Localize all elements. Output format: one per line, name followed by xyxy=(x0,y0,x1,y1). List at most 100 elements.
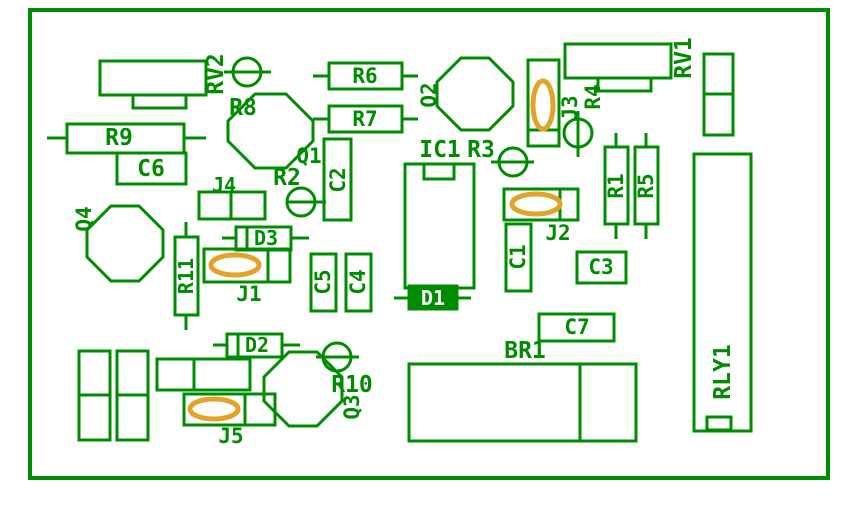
shape-rect xyxy=(705,415,733,432)
label-R9: R9 xyxy=(105,125,133,151)
shape-rect xyxy=(502,187,580,222)
resistor-R2: R2 xyxy=(273,165,326,218)
resistor-R4: R4 xyxy=(562,84,605,157)
label-R2: R2 xyxy=(273,165,301,191)
bridge-BR1: BR1 xyxy=(407,338,638,443)
shape-ellipse xyxy=(530,78,556,132)
ic-IC1: IC1 xyxy=(403,137,476,290)
label-J2: J2 xyxy=(545,221,570,245)
resistor-R10: R10 xyxy=(316,341,373,398)
shape-rect xyxy=(504,222,533,293)
diode-D1: D1 xyxy=(394,284,471,311)
resistor-R3: R3 xyxy=(467,137,534,178)
label-C1: C1 xyxy=(506,244,530,269)
transistor-Q3: Q3 xyxy=(262,350,364,428)
shape-rect xyxy=(344,252,373,313)
resistor-R7: R7 xyxy=(313,104,418,134)
trimpot-RV1: RV1 xyxy=(563,37,697,93)
shape-circle xyxy=(497,146,529,178)
shape-rect xyxy=(182,392,277,427)
capacitor-C7: C7 xyxy=(537,312,616,343)
diode-D3: D3 xyxy=(222,225,309,252)
shape-rect xyxy=(131,93,188,110)
label-R6: R6 xyxy=(352,64,377,88)
label-R11: R11 xyxy=(174,258,198,294)
capacitor-C2: C2 xyxy=(322,137,353,222)
shape-rect xyxy=(327,61,404,91)
shape-circle xyxy=(231,56,263,88)
shape-rect xyxy=(526,58,561,148)
shape-rect xyxy=(596,76,653,93)
resistor-R6: R6 xyxy=(313,61,418,91)
label-BR1: BR1 xyxy=(504,338,546,364)
shape-rect xyxy=(98,59,208,97)
shape-rect xyxy=(28,8,830,480)
capacitor-C3: C3 xyxy=(575,250,628,285)
transistor-Q4: Q4 xyxy=(72,204,165,283)
header-mid-bottom xyxy=(155,357,252,392)
label-RV2: RV2 xyxy=(203,53,229,95)
label-R3: R3 xyxy=(467,137,495,163)
shape-rect xyxy=(575,250,628,285)
shape-rect xyxy=(537,312,616,343)
shape-rect xyxy=(115,151,188,186)
label-C2: C2 xyxy=(326,167,350,192)
resistor-R5: R5 xyxy=(633,133,660,239)
label-C6: C6 xyxy=(137,156,165,182)
shape-circle xyxy=(285,186,317,218)
transistor-Q2: Q2 xyxy=(417,56,515,132)
shape-rect xyxy=(403,162,476,290)
shape-rect xyxy=(202,247,292,284)
diode-D2: D2 xyxy=(213,332,300,359)
shape-rect xyxy=(407,284,459,311)
shape-rect xyxy=(155,357,252,392)
shape-rect xyxy=(173,235,200,317)
shape-ellipse xyxy=(208,252,262,278)
header-J4: J4 xyxy=(197,173,267,221)
shape-rect xyxy=(603,145,630,226)
label-C4: C4 xyxy=(346,269,370,294)
shape-rect xyxy=(322,137,353,222)
label-Q1: Q1 xyxy=(296,144,321,168)
shape-rect xyxy=(327,104,404,134)
shape-rect xyxy=(309,252,338,313)
label-J4: J4 xyxy=(212,173,236,197)
shape-circle xyxy=(562,117,594,149)
resistor-R8: R8 xyxy=(224,56,271,121)
label-IC1: IC1 xyxy=(419,137,461,163)
label-C5: C5 xyxy=(311,269,335,294)
jumper-J1: J1 xyxy=(202,247,292,306)
shape-rect xyxy=(225,332,284,359)
label-R4: R4 xyxy=(581,84,605,109)
transistor-Q1: Q1 xyxy=(226,92,322,170)
board-outline xyxy=(28,8,830,480)
capacitor-C1: C1 xyxy=(504,222,533,293)
shape-ellipse xyxy=(187,396,241,422)
shape-rect xyxy=(563,42,673,80)
label-RV1: RV1 xyxy=(671,37,697,79)
shape-ellipse xyxy=(509,191,563,217)
label-R5: R5 xyxy=(634,173,658,198)
shape-rect xyxy=(422,162,456,181)
capacitor-C6: C6 xyxy=(115,151,188,186)
label-D1: D1 xyxy=(421,286,445,310)
capacitor-C4: C4 xyxy=(344,252,373,313)
label-R7: R7 xyxy=(352,107,377,131)
label-J1: J1 xyxy=(236,282,261,306)
shape-poly xyxy=(262,350,344,428)
shape-rect xyxy=(633,145,660,226)
jumper-J3: J3 xyxy=(526,58,582,148)
connector-bottom-left-1 xyxy=(77,349,112,442)
resistor-R1: R1 xyxy=(603,133,630,239)
label-Q3: Q3 xyxy=(340,394,364,419)
label-Q4: Q4 xyxy=(72,206,96,231)
jumper-J5: J5 xyxy=(182,392,277,448)
shape-poly xyxy=(226,92,315,170)
label-Q2: Q2 xyxy=(417,82,441,107)
shape-poly xyxy=(85,204,165,283)
label-C3: C3 xyxy=(588,255,613,279)
shape-poly xyxy=(435,56,515,132)
resistor-R11: R11 xyxy=(173,222,200,330)
label-RLY1: RLY1 xyxy=(710,344,736,399)
